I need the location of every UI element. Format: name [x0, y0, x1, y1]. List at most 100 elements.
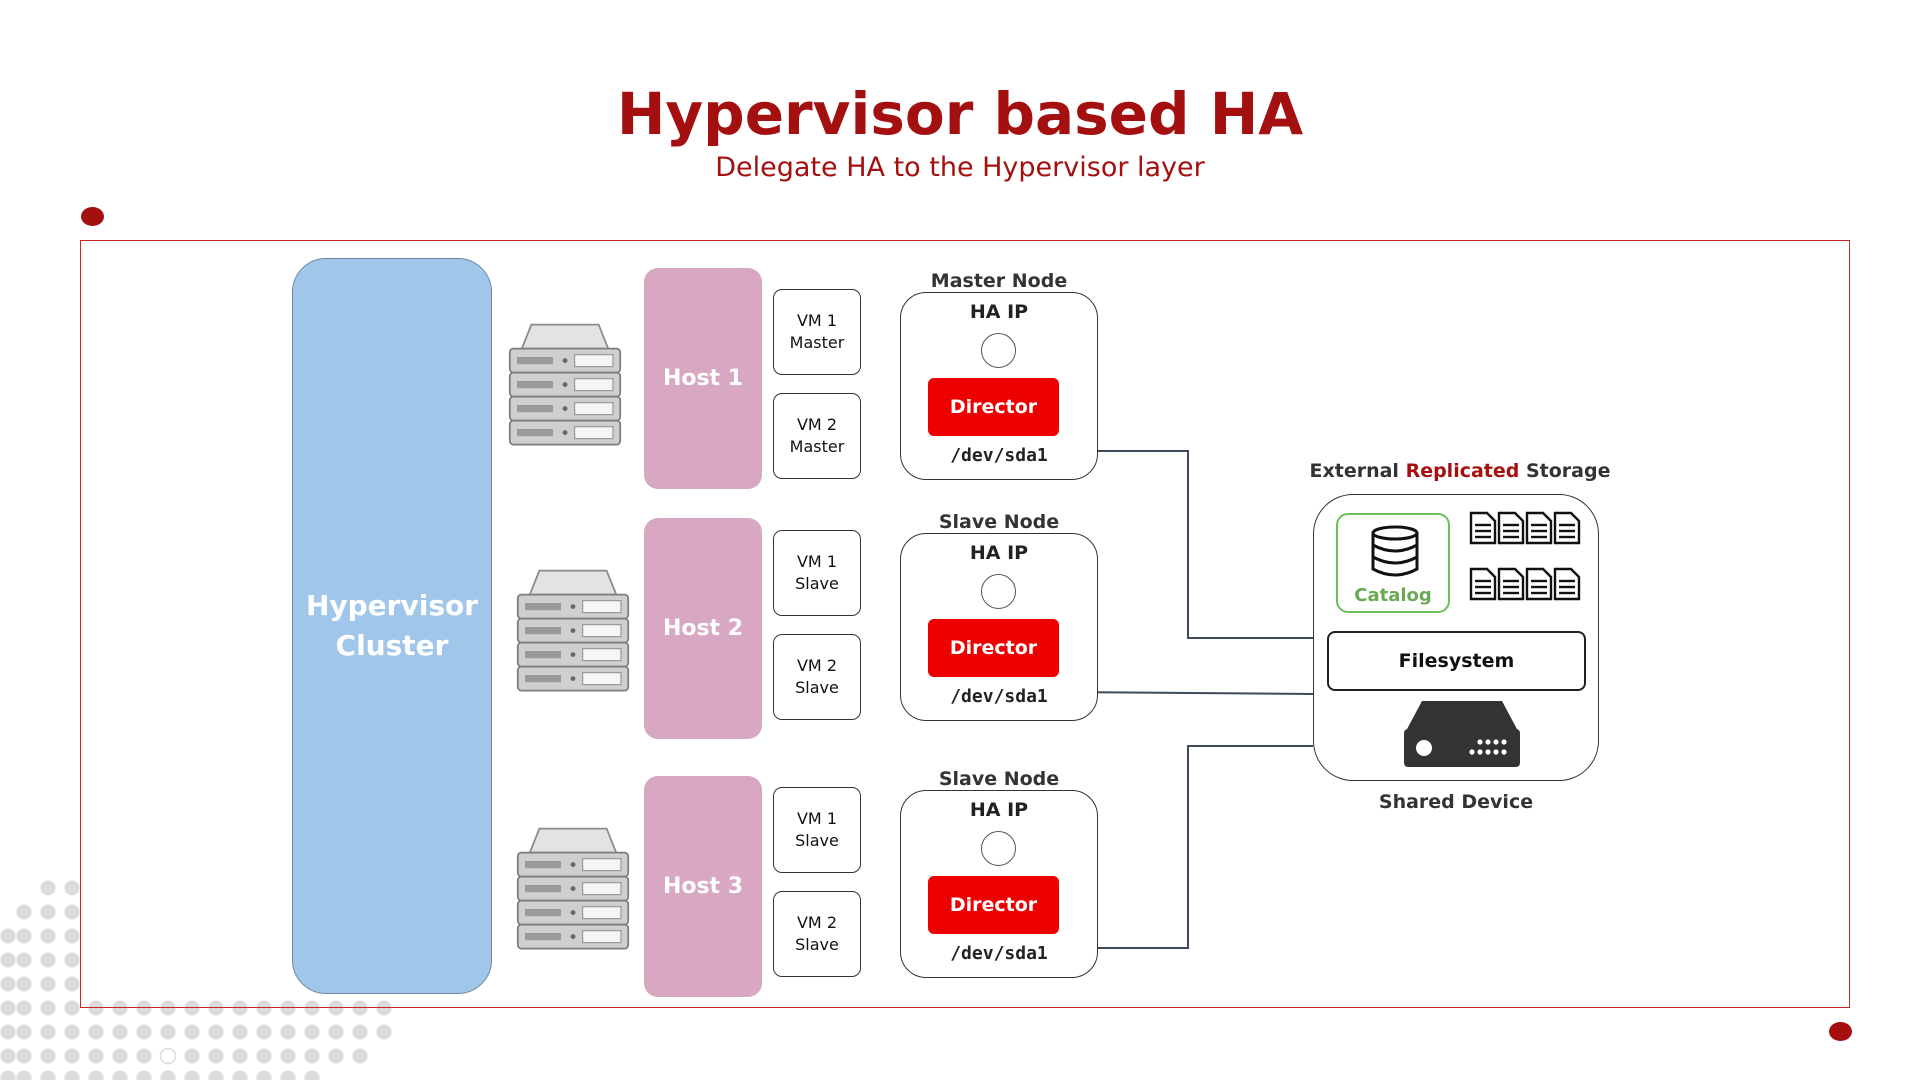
ha-ip-indicator: [981, 831, 1016, 866]
decorative-dot: [208, 1000, 224, 1016]
decorative-dot: [16, 1000, 32, 1016]
decorative-dot: [112, 1048, 128, 1064]
decorative-dot: [88, 1048, 104, 1064]
decorative-dot: [40, 952, 56, 968]
database-icon: [1371, 525, 1419, 577]
decorative-dot: [280, 1048, 296, 1064]
host-2: Host 2: [644, 518, 762, 739]
decorative-dot: [160, 1070, 176, 1080]
server-rack-icon: [508, 323, 622, 446]
decorative-dot: [0, 1070, 16, 1080]
decorative-dot: [16, 1024, 32, 1040]
connector-node-3: [1061, 745, 1313, 953]
decorative-dot: [159, 1047, 177, 1065]
storage-label-accent: Replicated: [1405, 460, 1520, 482]
decorative-dot: [64, 1070, 80, 1080]
decorative-dot: [0, 1048, 16, 1064]
director-box: Director: [928, 619, 1059, 677]
host-3: Host 3: [644, 776, 762, 997]
decorative-dot: [88, 1000, 104, 1016]
server-rack-icon: [516, 569, 630, 692]
decorative-dot: [0, 1000, 16, 1016]
decorative-dot: [88, 1070, 104, 1080]
ha-ip-indicator: [981, 333, 1016, 368]
decorative-dot: [64, 1000, 80, 1016]
decorative-dot: [64, 1024, 80, 1040]
ha-ip-label: HA IP: [969, 799, 1029, 821]
director-box: Director: [928, 378, 1059, 436]
device-path: /dev/sda1: [950, 445, 1048, 466]
decorative-dot-bottom: [1829, 1022, 1852, 1041]
decorative-dot: [352, 1000, 368, 1016]
vm-role: Master: [789, 333, 845, 352]
decorative-dot: [16, 904, 32, 920]
node-3: HA IP Director /dev/sda1: [900, 790, 1098, 978]
vm-name: VM 2: [796, 415, 837, 434]
decorative-dot: [112, 1000, 128, 1016]
hypervisor-cluster: Hypervisor Cluster: [292, 258, 492, 994]
ha-ip-label: HA IP: [969, 542, 1029, 564]
storage-device-icon: [1404, 701, 1520, 767]
device-path: /dev/sda1: [950, 943, 1048, 964]
decorative-dot: [376, 1000, 392, 1016]
server-rack-icon: [516, 827, 630, 950]
decorative-dot: [64, 880, 80, 896]
vm-role: Master: [789, 437, 845, 456]
decorative-dot: [184, 1024, 200, 1040]
decorative-dot: [328, 1000, 344, 1016]
decorative-dot: [40, 904, 56, 920]
decorative-dot: [16, 928, 32, 944]
cluster-label-line1: Hypervisor: [305, 589, 479, 622]
connector-node-1: [1061, 446, 1313, 639]
node-2: HA IP Director /dev/sda1: [900, 533, 1098, 721]
decorative-dot: [256, 1024, 272, 1040]
page-subtitle: Delegate HA to the Hypervisor layer: [715, 152, 1205, 183]
node-1: HA IP Director /dev/sda1: [900, 292, 1098, 480]
decorative-dot: [304, 1070, 320, 1080]
decorative-dot: [64, 976, 80, 992]
diagram-frame: [80, 240, 1850, 1008]
storage-label: External Replicated Storage: [1300, 460, 1620, 482]
vm-role: Slave: [795, 678, 839, 697]
catalog-label: Catalog: [1354, 585, 1432, 606]
decorative-dot: [256, 1000, 272, 1016]
decorative-dot: [376, 1024, 392, 1040]
host-1: Host 1: [644, 268, 762, 489]
decorative-dot: [232, 1070, 248, 1080]
vm-name: VM 1: [796, 809, 837, 828]
decorative-dot: [328, 1024, 344, 1040]
decorative-dot: [16, 1070, 32, 1080]
decorative-dot: [352, 1024, 368, 1040]
vm-role: Slave: [795, 831, 839, 850]
filesystem-box: Filesystem: [1327, 631, 1586, 691]
document-icon: [1469, 511, 1581, 601]
decorative-dot: [40, 976, 56, 992]
node-1-label: Master Node: [930, 270, 1068, 292]
vm-role: Slave: [795, 574, 839, 593]
decorative-dot: [304, 1024, 320, 1040]
page-title: Hypervisor based HA: [616, 80, 1304, 148]
decorative-dot: [0, 976, 16, 992]
decorative-dot: [352, 1048, 368, 1064]
decorative-dot: [40, 1024, 56, 1040]
decorative-dot: [160, 1024, 176, 1040]
vm-role: Slave: [795, 935, 839, 954]
decorative-dot: [40, 1070, 56, 1080]
decorative-dot: [208, 1024, 224, 1040]
decorative-dot: [40, 1048, 56, 1064]
node-2-label: Slave Node: [938, 511, 1060, 533]
decorative-dot: [208, 1070, 224, 1080]
decorative-dot: [16, 952, 32, 968]
decorative-dot: [136, 1070, 152, 1080]
decorative-dot: [304, 1000, 320, 1016]
decorative-dot: [280, 1000, 296, 1016]
decorative-dot: [280, 1024, 296, 1040]
decorative-dot: [64, 1048, 80, 1064]
vm-name: VM 2: [796, 656, 837, 675]
ha-ip-indicator: [981, 574, 1016, 609]
ha-ip-label: HA IP: [969, 301, 1029, 323]
